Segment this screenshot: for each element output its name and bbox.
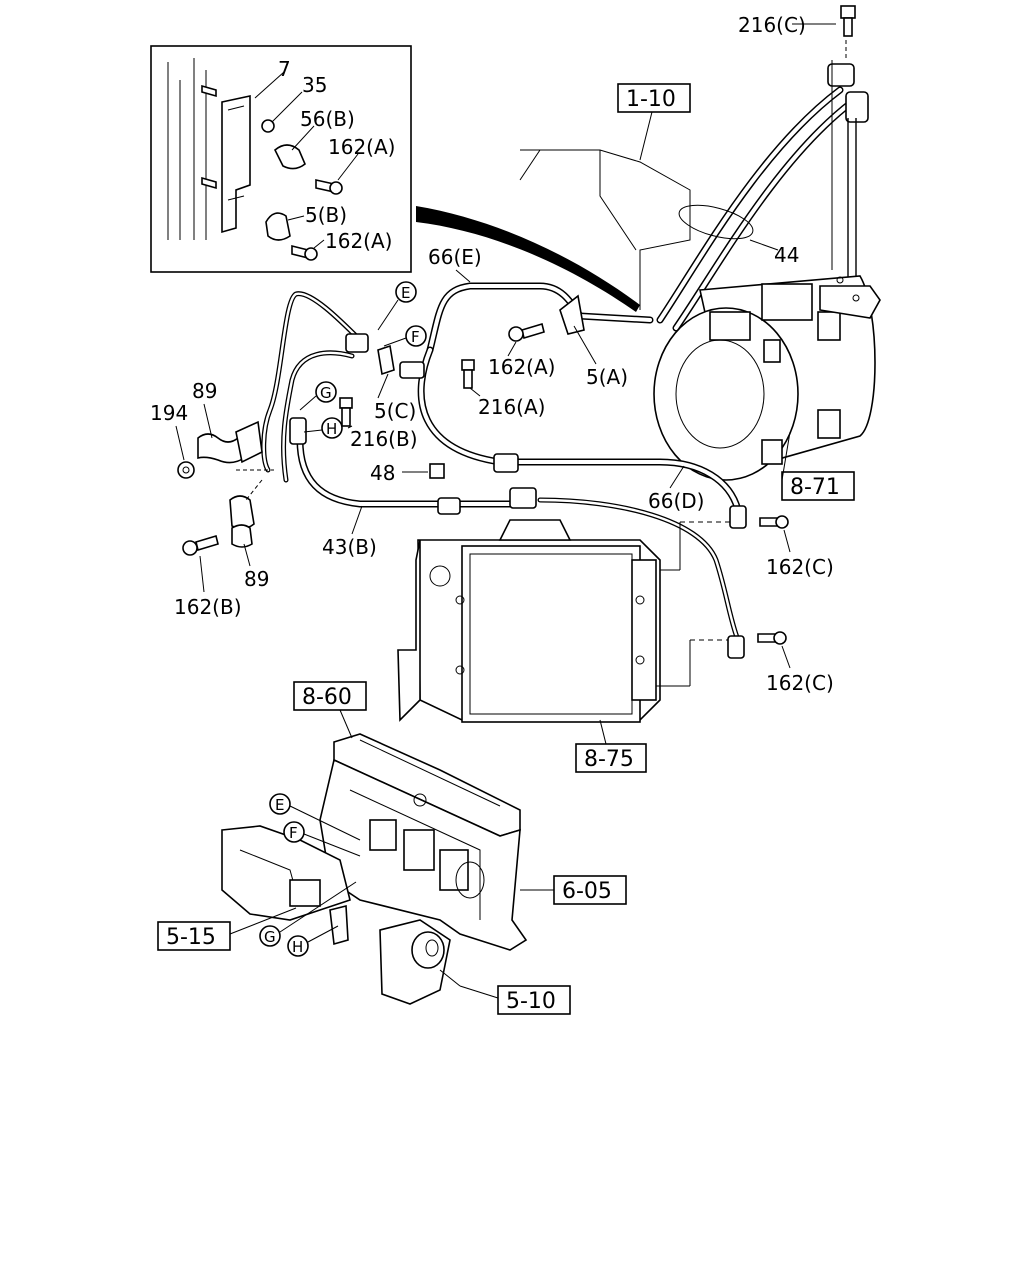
condenser <box>397 519 661 723</box>
callout-43B: 43(B) <box>322 535 377 559</box>
svg-text:5-10: 5-10 <box>506 989 556 1014</box>
ref-5-15: 5-15 <box>157 907 297 951</box>
svg-text:E: E <box>275 796 284 814</box>
callout-7: 7 <box>278 57 291 81</box>
callout-5C: 5(C) <box>374 399 416 423</box>
connector-E-lower: E <box>269 793 361 841</box>
engine-block-outline <box>519 149 691 310</box>
bolt-216A <box>461 359 475 389</box>
callout-162A-main: 162(A) <box>488 355 555 379</box>
nut-194 <box>177 461 195 479</box>
nut-48 <box>429 463 445 479</box>
bolt-216C-top <box>840 5 856 37</box>
svg-text:G: G <box>320 384 332 402</box>
callout-216B: 216(B) <box>350 427 418 451</box>
ref-8-71: 8-71 <box>781 431 855 501</box>
connector-G-lower: G <box>259 881 357 947</box>
callout-89-lower: 89 <box>244 567 269 591</box>
callout-35: 35 <box>302 73 327 97</box>
connector-E-upper: E <box>377 281 417 331</box>
callout-66D: 66(D) <box>648 489 704 513</box>
connector-F-lower: F <box>283 821 361 857</box>
ref-8-75: 8-75 <box>575 719 647 773</box>
callout-216C-top: 216(C) <box>738 13 806 37</box>
callout-56B: 56(B) <box>300 107 355 131</box>
svg-text:6-05: 6-05 <box>562 879 612 904</box>
callout-48: 48 <box>370 461 395 485</box>
callout-194: 194 <box>150 401 188 425</box>
bolt-162A-main <box>508 322 545 342</box>
svg-text:F: F <box>289 824 298 842</box>
svg-text:H: H <box>326 420 337 438</box>
bracket-89-upper <box>197 420 263 464</box>
shading-wedge <box>416 206 640 312</box>
svg-text:5-15: 5-15 <box>166 925 216 950</box>
connector-F-upper: F <box>383 325 427 347</box>
ref-6-05: 6-05 <box>520 875 627 905</box>
callout-162A-inset-lower: 162(A) <box>325 229 392 253</box>
hose-assembly-44 <box>656 40 869 332</box>
svg-text:E: E <box>401 284 410 302</box>
bolt-162B <box>182 534 219 556</box>
refrigerant-lines <box>261 282 747 659</box>
callout-66E: 66(E) <box>428 245 482 269</box>
callout-216A: 216(A) <box>478 395 545 419</box>
bolt-162C-upper <box>759 515 789 529</box>
callout-162C-upper: 162(C) <box>766 555 834 579</box>
connector-H-lower: H <box>287 925 339 957</box>
callout-44: 44 <box>774 243 799 267</box>
svg-text:G: G <box>264 928 276 946</box>
svg-text:8-75: 8-75 <box>584 747 634 772</box>
svg-text:1-10: 1-10 <box>626 87 676 112</box>
callout-5A: 5(A) <box>586 365 628 389</box>
ref-5-10: 5-10 <box>439 969 571 1015</box>
callout-162A-inset-upper: 162(A) <box>328 135 395 159</box>
svg-text:8-71: 8-71 <box>790 475 840 500</box>
ref-1-10: 1-10 <box>617 83 691 161</box>
bolt-216B <box>339 397 353 427</box>
callout-162C-lower: 162(C) <box>766 671 834 695</box>
svg-text:H: H <box>292 938 303 956</box>
connector-H-upper: H <box>303 417 343 439</box>
compressor <box>653 275 881 481</box>
bracket-89-lower <box>229 495 255 548</box>
svg-text:F: F <box>411 328 420 346</box>
connector-G-upper: G <box>299 381 337 411</box>
callout-162B: 162(B) <box>174 595 242 619</box>
ref-8-60: 8-60 <box>293 681 367 739</box>
inset-detail <box>150 45 412 273</box>
front-panel-assembly <box>221 733 528 1005</box>
callout-5B: 5(B) <box>305 203 347 227</box>
svg-text:8-60: 8-60 <box>302 685 352 710</box>
callout-89-upper: 89 <box>192 379 217 403</box>
bolt-162C-lower <box>757 631 787 645</box>
